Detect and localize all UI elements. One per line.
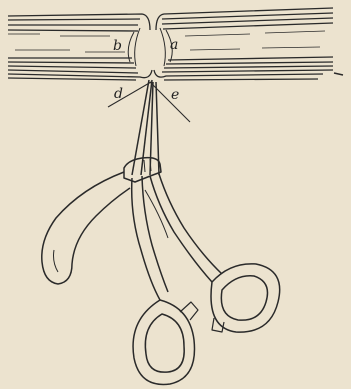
label-a: a xyxy=(170,38,178,52)
label-e: e xyxy=(171,88,179,102)
label-d: d xyxy=(114,87,123,101)
label-b: b xyxy=(113,39,122,53)
